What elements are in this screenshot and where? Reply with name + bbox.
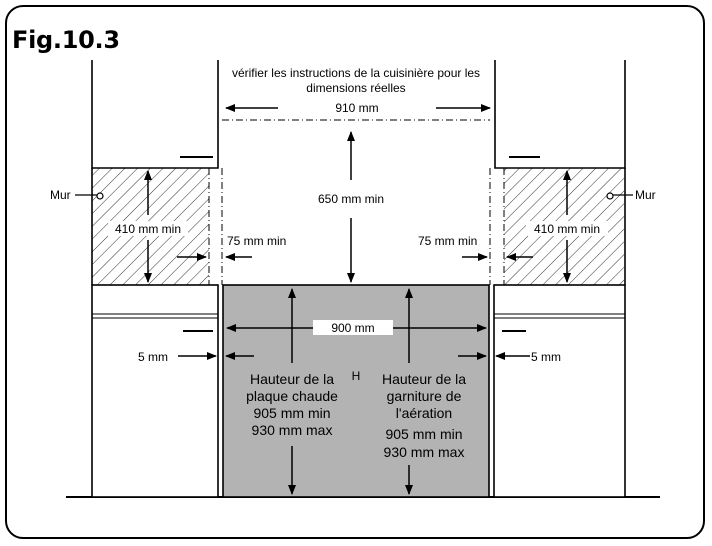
wall-label-left: Mur xyxy=(50,188,71,202)
center-mark: H xyxy=(352,369,361,383)
figure-title: Fig.10.3 xyxy=(12,26,120,54)
trim-height-line3: l'aération xyxy=(396,405,452,421)
instruction-text-line2: dimensions réelles xyxy=(306,81,405,95)
gap-right-label: 5 mm xyxy=(531,350,561,364)
instruction-text-line1: vérifier les instructions de la cuisiniè… xyxy=(232,66,480,80)
left-upper-cabinet xyxy=(91,60,219,169)
left-lower-cabinet xyxy=(91,284,219,498)
width-900-label: 900 mm xyxy=(331,321,374,335)
hob-height-line2: plaque chaude xyxy=(246,388,338,404)
gap-left-label: 5 mm xyxy=(138,350,168,364)
right-upper-cabinet xyxy=(494,60,626,169)
wall-height-left-label: 410 mm min xyxy=(115,222,181,236)
clearance-right-label: 75 mm min xyxy=(418,234,477,248)
trim-height-line2: garniture de xyxy=(387,388,462,404)
width-910-label: 910 mm xyxy=(335,101,378,115)
hob-height-line3: 905 mm min xyxy=(253,405,330,421)
hob-height-line4: 930 mm max xyxy=(252,422,333,438)
right-lower-cabinet xyxy=(493,284,626,498)
wall-height-right-label: 410 mm min xyxy=(534,222,600,236)
hob-height-line1: Hauteur de la xyxy=(250,371,334,387)
wall-label-right: Mur xyxy=(635,188,656,202)
trim-height-line4: 905 mm min xyxy=(385,426,462,442)
height-650-label: 650 mm min xyxy=(318,192,384,206)
clearance-left-label: 75 mm min xyxy=(227,234,286,248)
trim-height-line1: Hauteur de la xyxy=(382,371,466,387)
trim-height-line5: 930 mm max xyxy=(384,444,465,460)
